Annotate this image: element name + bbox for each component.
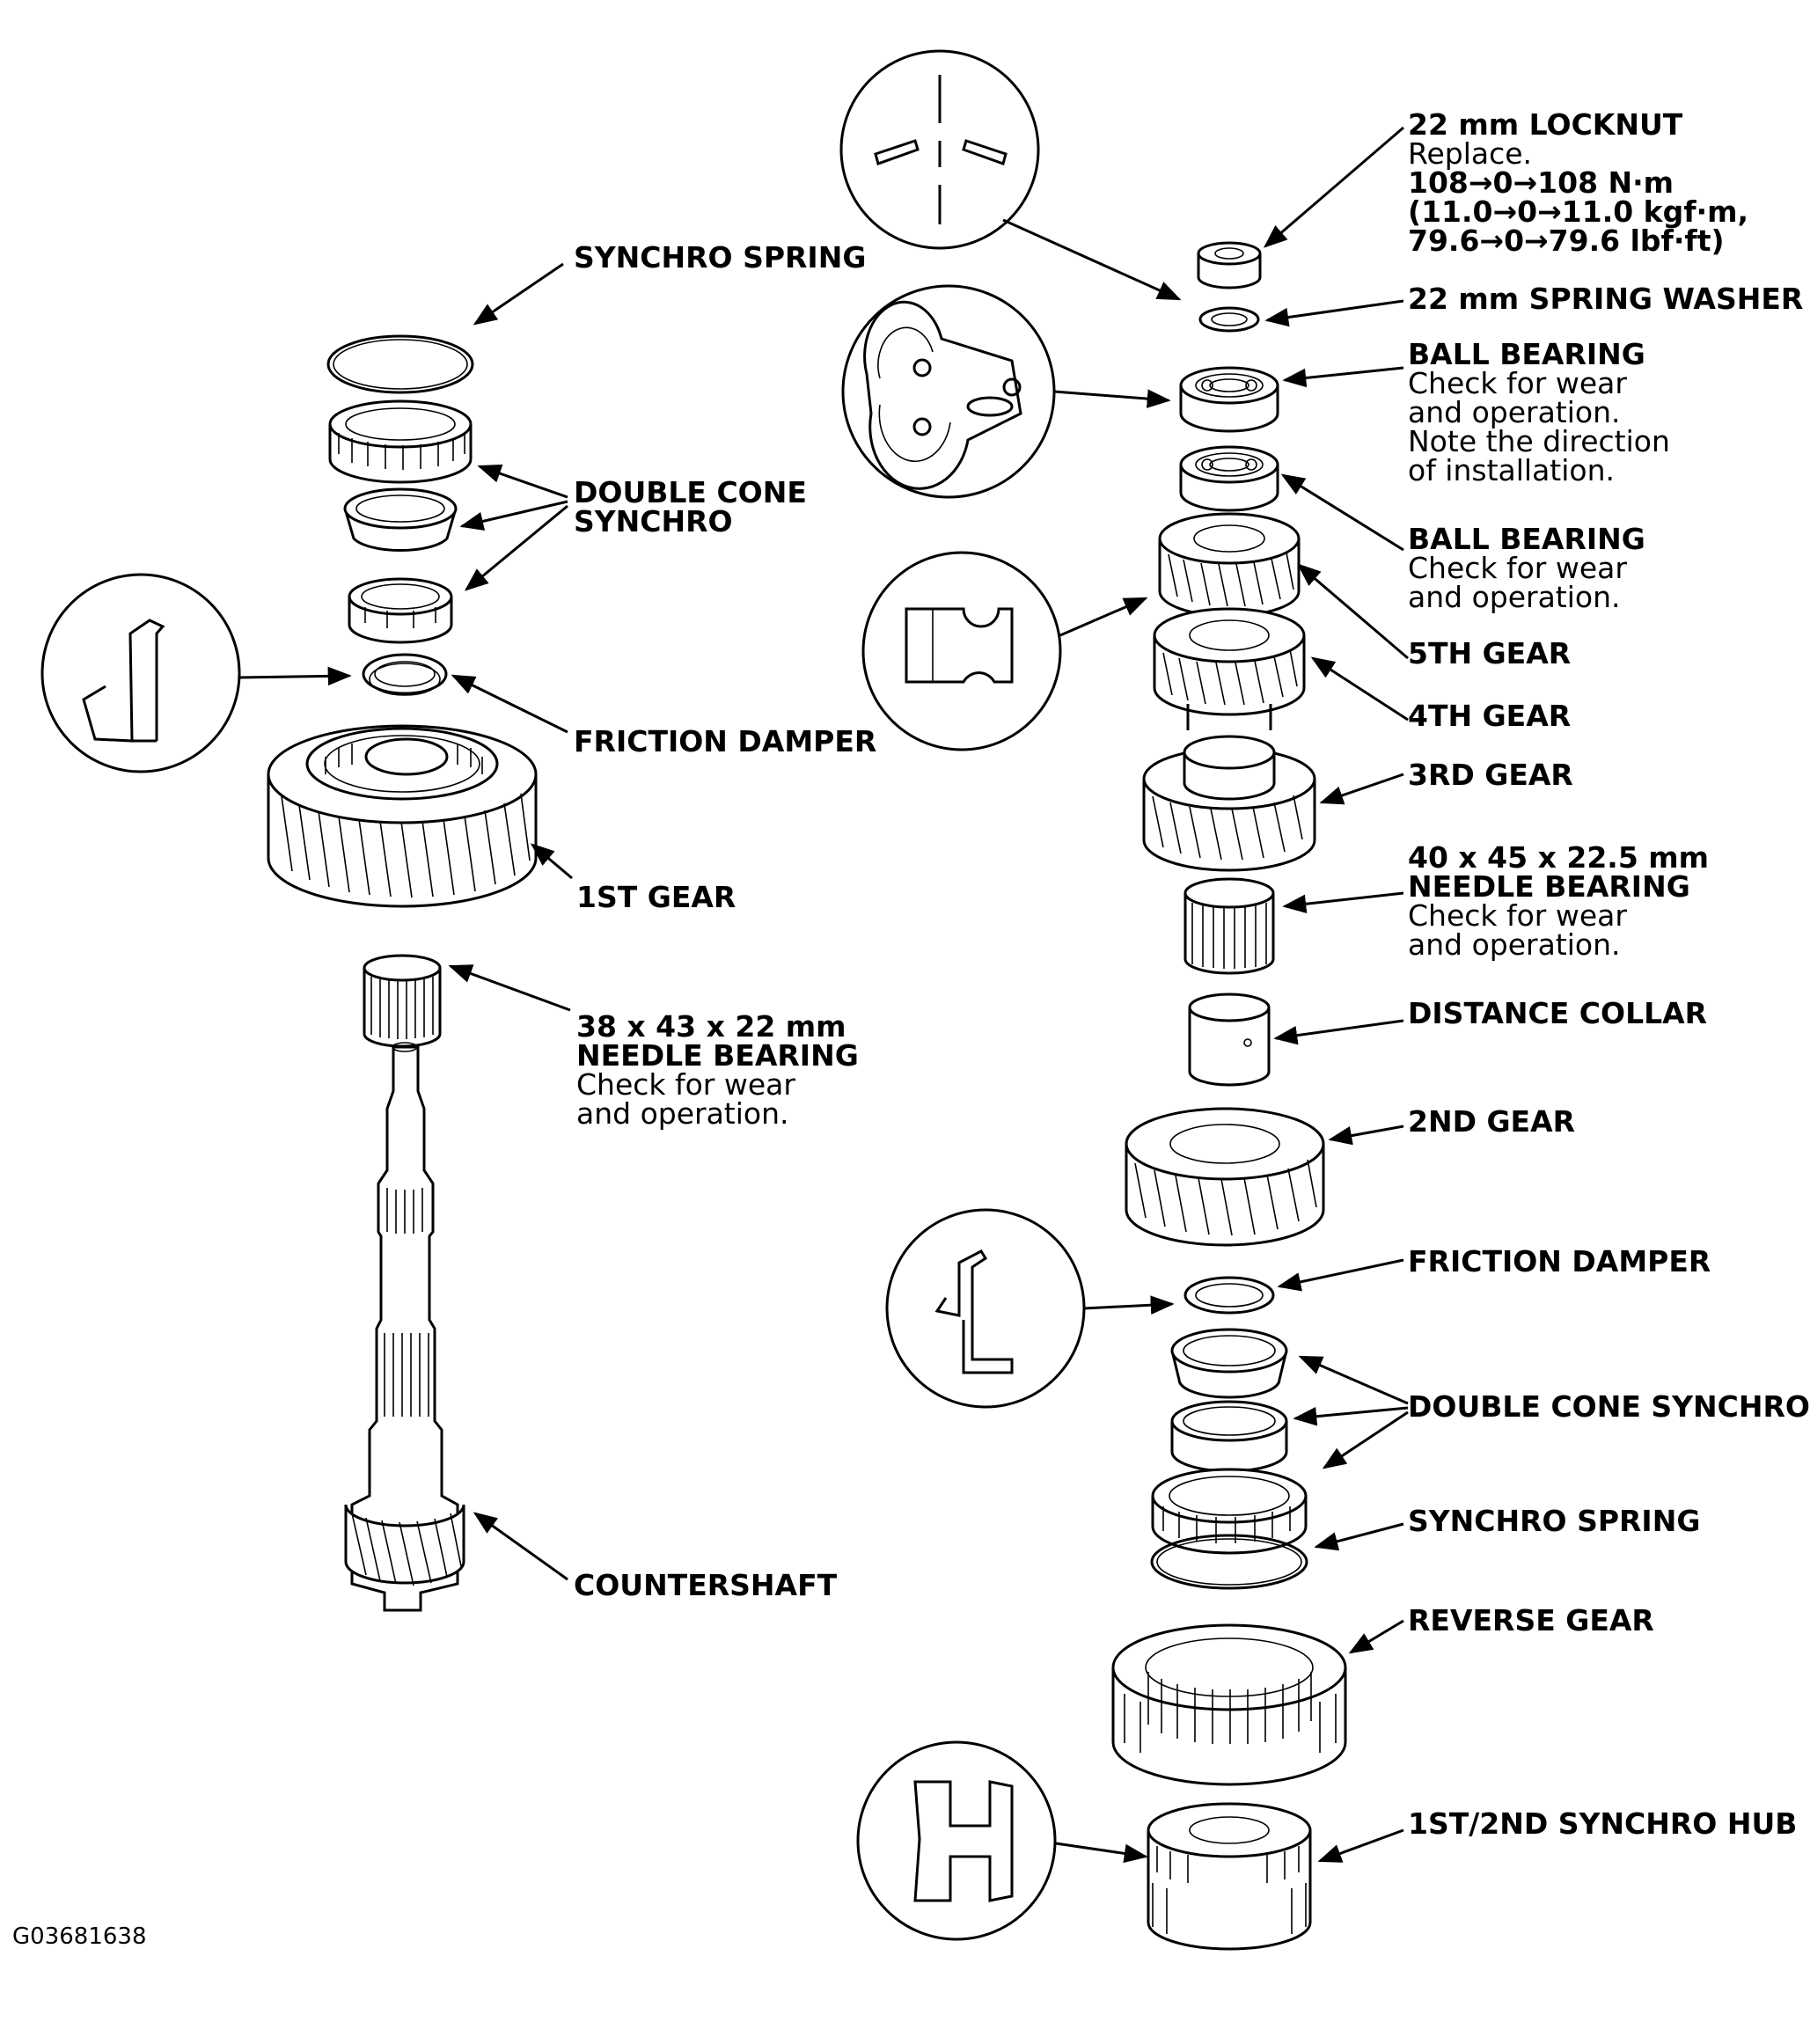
label-needle-bearing-40: 40 x 45 x 22.5 mm NEEDLE BEARING Check f… <box>1408 840 1710 962</box>
needle-bearing-38-part <box>363 954 442 1048</box>
detail-circle-friction-damper-left <box>40 573 241 773</box>
figure-code: G03681638 <box>12 1923 147 1950</box>
ball-bearing-2-part <box>1179 445 1279 512</box>
double-cone-inner <box>348 577 453 644</box>
label-third-gear: 3RD GEAR <box>1408 758 1573 792</box>
label-friction-damper-right: FRICTION DAMPER <box>1408 1244 1711 1278</box>
needle-bearing-40-part <box>1183 877 1275 975</box>
label-ball-bearing-2: BALL BEARING Check for wear and operatio… <box>1408 522 1645 614</box>
label-spring-washer: 22 mm SPRING WASHER <box>1408 282 1804 316</box>
friction-damper-right-part <box>1183 1276 1275 1315</box>
label-synchro-spring-right: SYNCHRO SPRING <box>1408 1504 1701 1538</box>
label-synchro-spring-left: SYNCHRO SPRING <box>574 240 867 275</box>
label-first-gear: 1ST GEAR <box>576 880 736 914</box>
label-locknut: 22 mm LOCKNUT Replace. 108→0→108 N·m (11… <box>1408 107 1749 258</box>
reverse-gear-part <box>1111 1623 1347 1786</box>
detail-circle-locknut <box>839 49 1040 250</box>
locknut-part <box>1197 241 1262 289</box>
label-fifth-gear: 5TH GEAR <box>1408 636 1572 670</box>
leader-lines <box>238 126 1409 1864</box>
fourth-gear-part <box>1153 607 1306 730</box>
double-cone-outer <box>343 487 458 553</box>
ball-bearing-1-part <box>1179 366 1279 433</box>
fifth-gear-part <box>1158 512 1301 618</box>
detail-circle-synchro-hub <box>856 1740 1057 1941</box>
spring-washer-part <box>1198 306 1260 333</box>
label-distance-collar: DISTANCE COLLAR <box>1408 996 1708 1030</box>
label-friction-damper-left: FRICTION DAMPER <box>574 724 877 758</box>
distance-collar-part <box>1188 993 1271 1087</box>
synchro-hub-part <box>1147 1802 1312 1951</box>
detail-circle-fifth-gear <box>861 551 1062 751</box>
friction-damper-left-part <box>362 653 448 696</box>
synchro-spring-right-part <box>1150 1468 1308 1590</box>
label-double-cone-synchro-left: DOUBLE CONE SYNCHRO <box>574 475 807 538</box>
double-cone-right-part <box>1170 1328 1288 1473</box>
label-ball-bearing-1: BALL BEARING Check for wear and operatio… <box>1408 337 1670 487</box>
synchro-ring-top <box>328 399 473 484</box>
countershaft-part <box>344 1042 465 1612</box>
label-needle-bearing-38: 38 x 43 x 22 mm NEEDLE BEARING Check for… <box>576 1009 859 1131</box>
second-gear-part <box>1125 1107 1325 1247</box>
right-assembly <box>1111 241 1347 1951</box>
detail-circle-ball-bearing <box>841 284 1056 499</box>
label-reverse-gear: REVERSE GEAR <box>1408 1603 1654 1637</box>
synchro-spring-left-part <box>326 334 474 394</box>
third-gear-part <box>1142 735 1316 872</box>
label-double-cone-synchro-right: DOUBLE CONE SYNCHRO <box>1408 1389 1810 1424</box>
first-gear-part <box>267 724 538 908</box>
label-synchro-hub: 1ST/2ND SYNCHRO HUB <box>1408 1806 1798 1841</box>
label-fourth-gear: 4TH GEAR <box>1408 699 1572 733</box>
left-assembly <box>267 334 538 1612</box>
detail-circle-friction-damper-right <box>885 1208 1086 1409</box>
label-countershaft: COUNTERSHAFT <box>574 1568 838 1602</box>
label-second-gear: 2ND GEAR <box>1408 1104 1576 1139</box>
